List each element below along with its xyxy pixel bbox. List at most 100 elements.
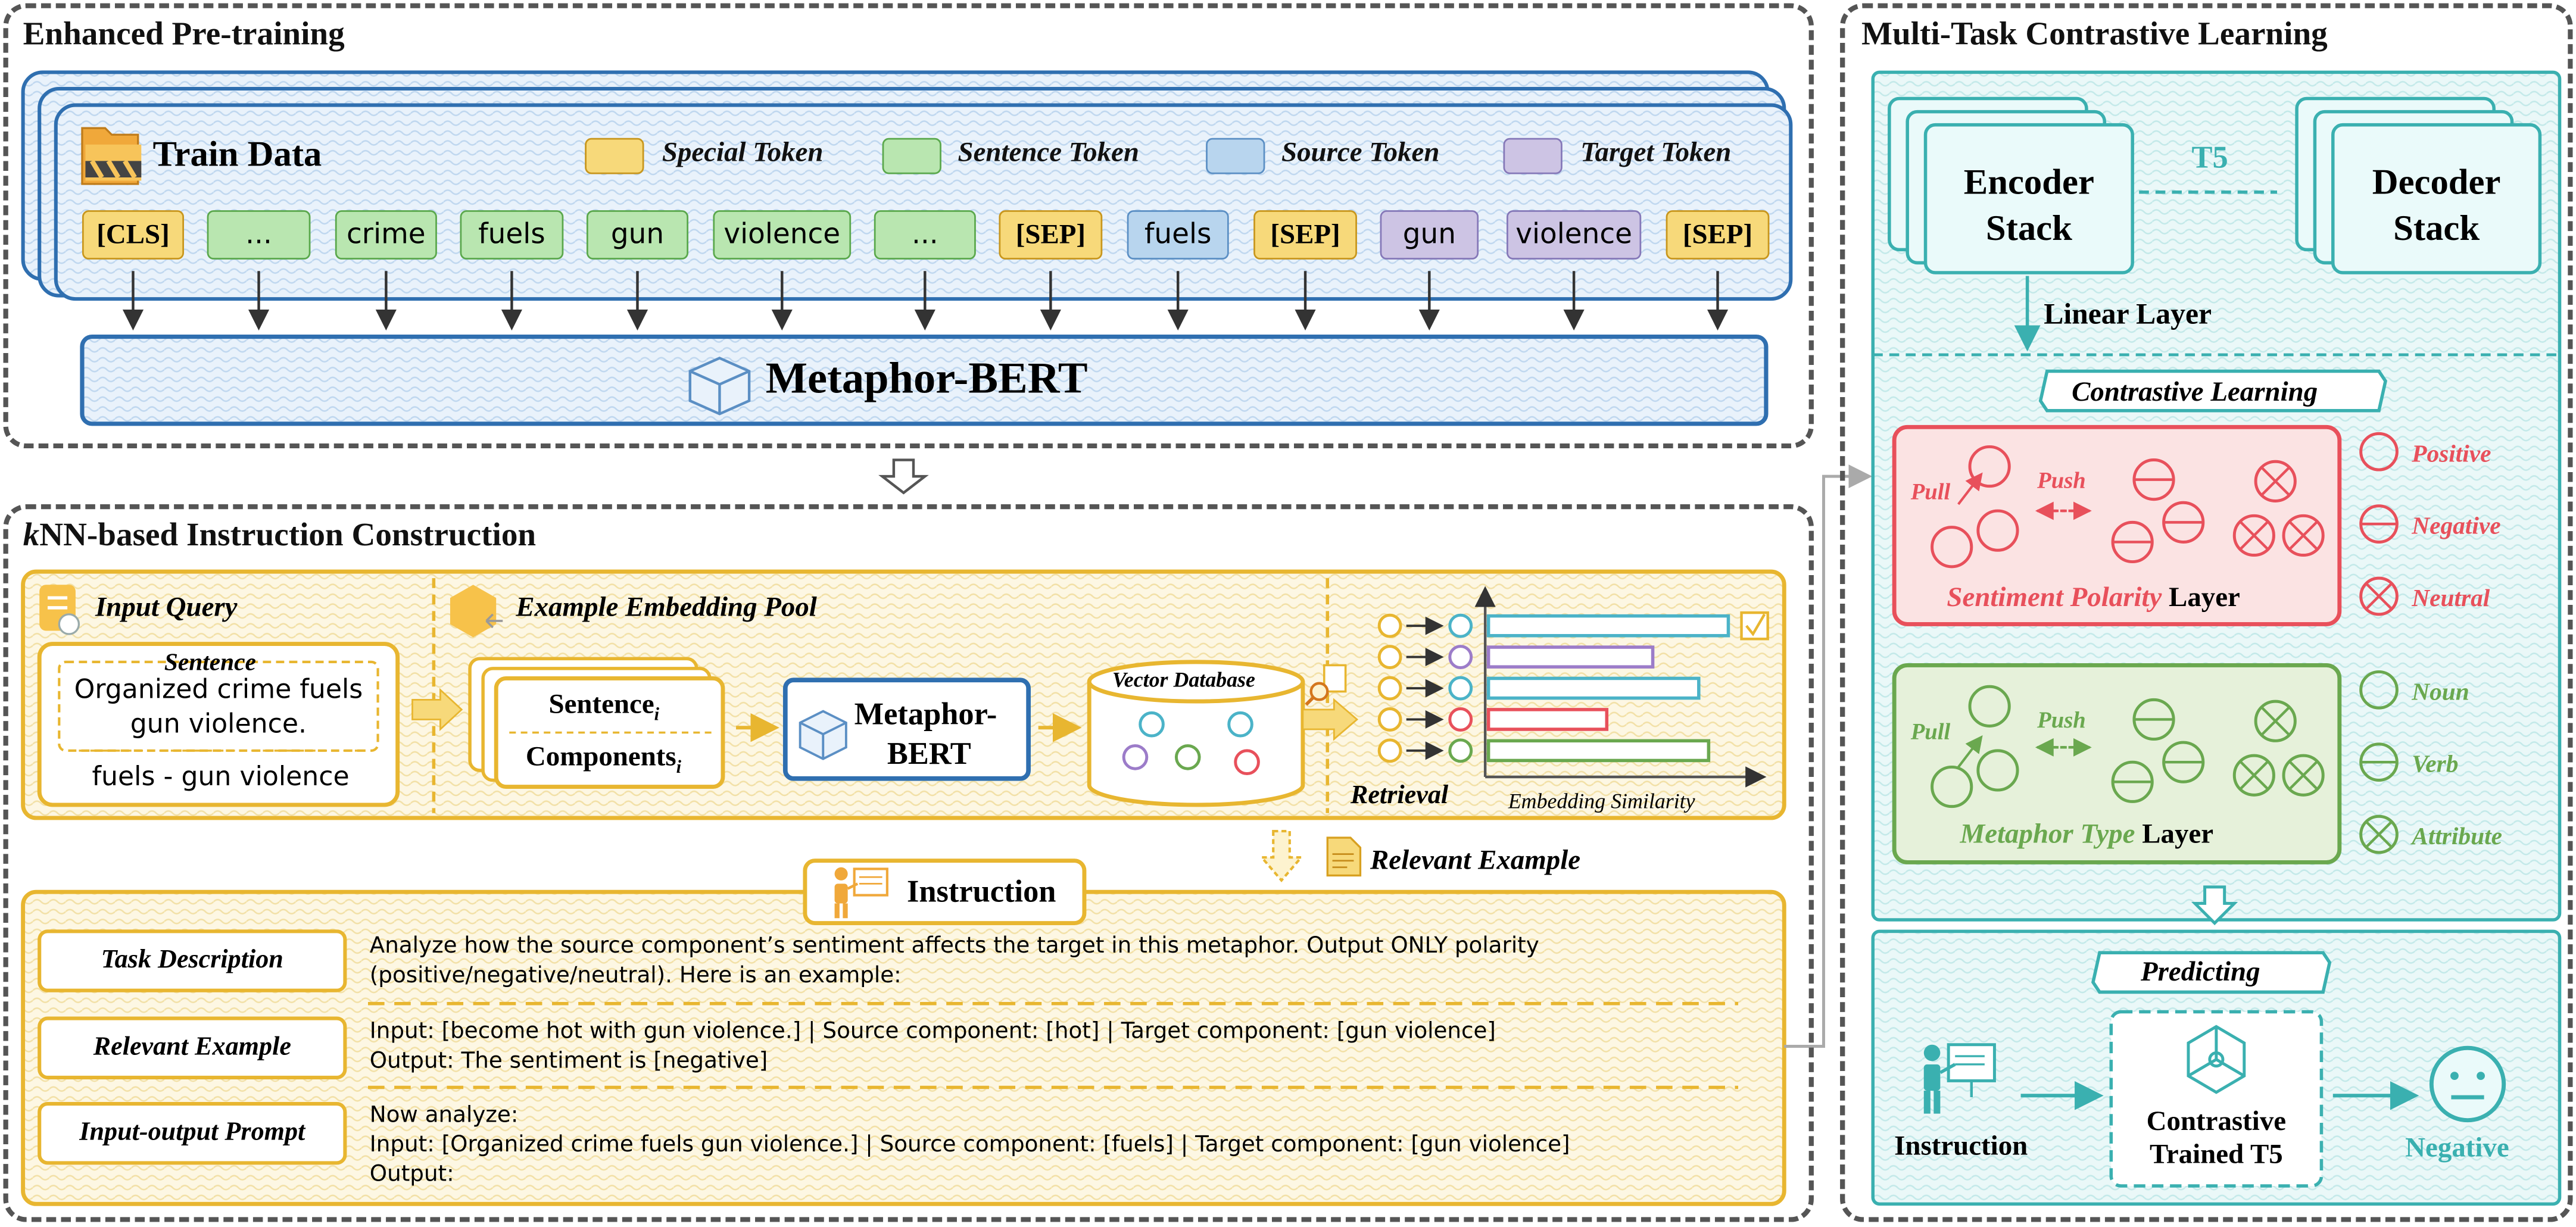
predict-instruction-label: Instruction xyxy=(1894,1130,2028,1162)
retrieval-query-node xyxy=(1377,707,1402,732)
multitask-title: Multi-Task Contrastive Learning xyxy=(1861,16,2328,53)
relevant-example-label: Relevant Example xyxy=(1370,844,1581,876)
query-sentence: Organized crime fuels gun violence. xyxy=(74,673,363,739)
similarity-bar xyxy=(1486,708,1609,731)
retrieval-query-node xyxy=(1377,645,1402,670)
instruction-row-text: Input: [become hot with gun violence.] |… xyxy=(369,1018,1496,1045)
predicting-label: Predicting xyxy=(2140,956,2260,988)
instruction-row-label: Input-output Prompt xyxy=(79,1118,305,1147)
legend-label: Negative xyxy=(2412,514,2501,541)
legend-swatch xyxy=(585,138,644,174)
legend-label: Verb xyxy=(2412,752,2459,779)
query-components: fuels - gun violence xyxy=(92,760,350,792)
instruction-row-text: (positive/negative/neutral). Here is an … xyxy=(369,962,902,989)
instruction-row-label: Task Description xyxy=(101,946,283,975)
instruction-row-text: Now analyze: xyxy=(369,1102,519,1129)
legend-swatch xyxy=(1206,138,1265,174)
retrieval-example-node xyxy=(1448,676,1473,701)
retrieval-label: Retrieval xyxy=(1350,782,1449,810)
token-special: [SEP] xyxy=(999,210,1103,260)
cluster-point-x xyxy=(2232,754,2275,797)
retrieval-example-node xyxy=(1448,613,1473,638)
sentiment-push-label: Push xyxy=(2037,470,2086,495)
cluster-point-o xyxy=(1931,765,1973,808)
token-sentence: gun xyxy=(586,210,689,260)
cluster-point-x xyxy=(2254,460,2297,502)
retrieval-example-node xyxy=(1448,707,1473,732)
cluster-point-x xyxy=(2359,814,2399,854)
query-doc-icon xyxy=(39,585,80,635)
cluster-point-x xyxy=(2232,514,2275,557)
folder-icon xyxy=(81,127,142,185)
cluster-point-o xyxy=(1976,509,2019,552)
token-special: [CLS] xyxy=(82,210,185,260)
metaphor-type-layer-label: Metaphor Type Layer xyxy=(1960,817,2214,850)
cube-icon xyxy=(799,710,847,760)
token-special: [SEP] xyxy=(1666,210,1770,260)
cluster-point-x xyxy=(2282,754,2325,797)
metaphor-bert-label: Metaphor-BERT xyxy=(765,353,1088,402)
similarity-bar xyxy=(1486,739,1711,763)
cube-network-icon xyxy=(2187,1025,2246,1094)
legend-label: Noun xyxy=(2412,680,2469,707)
search-icon xyxy=(1305,664,1347,706)
legend-swatch xyxy=(882,138,941,174)
input-query-label: Input Query xyxy=(95,591,238,623)
pretraining-title: Enhanced Pre-training xyxy=(23,16,345,53)
retrieval-query-node xyxy=(1377,613,1402,638)
token-sentence: fuels xyxy=(460,210,564,260)
embedding-similarity-label: Embedding Similarity xyxy=(1508,788,1695,813)
token-sentence: ... xyxy=(874,210,976,260)
legend-label: Target Token xyxy=(1580,136,1732,168)
legend-label: Positive xyxy=(2412,442,2491,469)
retrieval-example-node xyxy=(1448,645,1473,670)
retrieval-query-node xyxy=(1377,676,1402,701)
linear-layer-label: Linear Layer xyxy=(2044,297,2212,330)
token-special: [SEP] xyxy=(1253,210,1357,260)
legend-label: Special Token xyxy=(662,136,824,168)
similarity-bar xyxy=(1486,645,1655,669)
neutral-face-icon xyxy=(2429,1045,2506,1123)
legend-label: Attribute xyxy=(2412,825,2502,851)
pool-components-i: Componentsi xyxy=(525,741,682,778)
similarity-bar xyxy=(1486,614,1730,638)
cluster-point-x xyxy=(2282,514,2325,557)
section-enhanced-pretraining xyxy=(3,3,1814,449)
legend-glyphs xyxy=(2359,670,2399,854)
section-knn-instruction xyxy=(3,504,1814,1222)
cluster-point-o xyxy=(1968,445,2011,488)
cluster-point-o xyxy=(1976,749,2019,792)
cluster-point-o xyxy=(1931,526,1973,569)
pool-label: Example Embedding Pool xyxy=(516,591,817,623)
train-data-label: Train Data xyxy=(152,133,322,174)
cube-icon xyxy=(688,357,751,416)
instruction-row-text: Analyze how the source component’s senti… xyxy=(369,933,1539,960)
instruction-row-text: Input: [Organized crime fuels gun violen… xyxy=(369,1131,1570,1159)
sentiment-pull-label: Pull xyxy=(1910,481,1951,506)
similarity-bar xyxy=(1486,676,1701,700)
cluster-point-o xyxy=(1968,685,2011,728)
knn-title: kNN-based Instruction Construction xyxy=(23,517,537,554)
retrieval-example-node xyxy=(1448,738,1473,763)
legend-swatch xyxy=(1503,138,1563,174)
presenter-icon xyxy=(1923,1043,1996,1114)
legend-label: Source Token xyxy=(1281,136,1440,168)
bert-box-label-1: Metaphor- xyxy=(854,698,997,733)
token-sentence: crime xyxy=(335,210,437,260)
sentiment-layer-label: Sentiment Polarity Layer xyxy=(1947,581,2240,613)
metaphor-pull-label: Pull xyxy=(1910,721,1951,746)
cluster-point-o xyxy=(2359,670,2399,710)
vector-db-label: Vector Database xyxy=(1112,667,1255,692)
instruction-title: Instruction xyxy=(906,875,1056,910)
cluster-point-o xyxy=(2359,432,2399,472)
token-target: gun xyxy=(1380,210,1479,260)
contrastive-learning-label: Contrastive Learning xyxy=(2072,376,2318,408)
instruction-row-label: Relevant Example xyxy=(93,1033,291,1061)
instruction-row-text: Output: xyxy=(369,1161,454,1188)
section-multitask-contrastive xyxy=(1840,3,2573,1222)
instruction-presenter-icon xyxy=(834,867,888,919)
token-source: fuels xyxy=(1127,210,1229,260)
pool-sentence-i: Sentencei xyxy=(548,688,660,725)
